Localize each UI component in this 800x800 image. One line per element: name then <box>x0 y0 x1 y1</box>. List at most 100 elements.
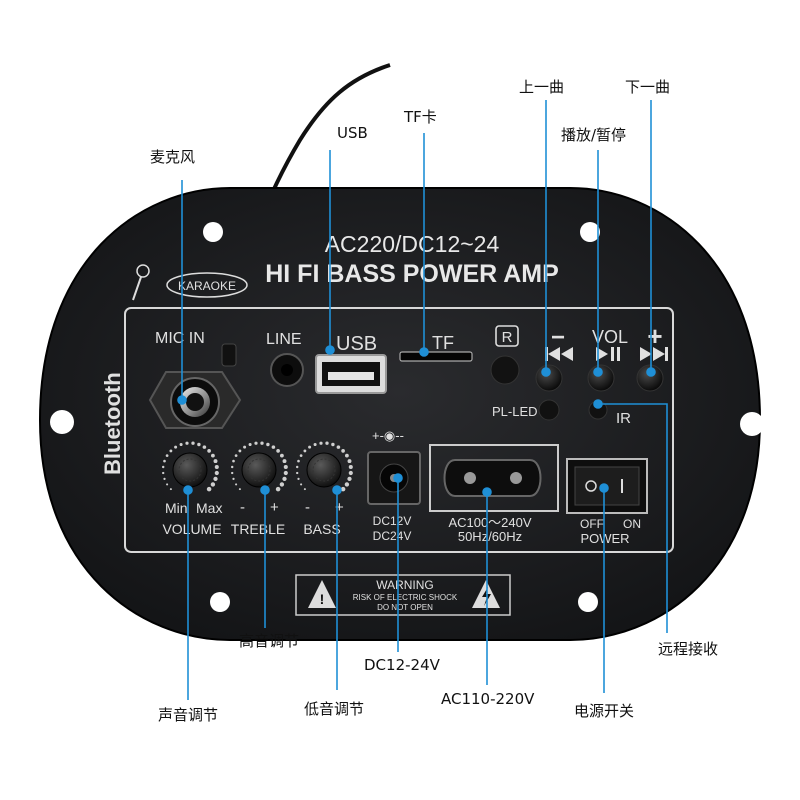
knob-scale-dot <box>347 459 352 464</box>
ac-range-label: AC100～240V <box>448 515 531 530</box>
usb-port[interactable] <box>315 354 387 394</box>
knob-scale-dot <box>297 477 300 481</box>
treble-plus: + <box>270 499 279 516</box>
knob-scale-dot <box>166 483 169 486</box>
knob-scale-dot <box>296 471 299 475</box>
mount-hole <box>50 410 74 434</box>
play-pause-icon <box>596 347 620 361</box>
warning-sub2: DO NOT OPEN <box>377 603 433 612</box>
knob-scale-dot <box>280 453 284 458</box>
knob-scale-dot <box>232 459 235 463</box>
knob-scale-dot <box>344 482 350 487</box>
mount-hole <box>578 592 598 612</box>
knob-scale-dot <box>161 465 165 469</box>
title-line2: HI FI BASS POWER AMP <box>265 260 559 288</box>
knob-scale-dot <box>279 482 285 487</box>
r-badge <box>495 325 519 347</box>
knob-scale-dot <box>162 471 165 475</box>
callout-leaders <box>177 100 668 700</box>
bass-knob[interactable] <box>306 452 342 488</box>
knob-scale-dot <box>340 486 346 492</box>
mount-hole <box>203 222 223 242</box>
knob-scale-dot <box>191 441 195 445</box>
r-sensor <box>490 355 520 385</box>
treble-minus: - <box>240 499 245 516</box>
tf-card-slot[interactable] <box>399 351 473 362</box>
knob-scale-dot <box>174 445 178 449</box>
tf-slot-label: TF <box>432 333 454 353</box>
off-label: OFF <box>580 517 604 531</box>
max-label: Max <box>196 500 222 516</box>
knob-scale-dot <box>163 477 166 481</box>
knob-scale-dot <box>325 441 329 445</box>
warning-triangle-icon <box>308 580 336 608</box>
treble-label: TREBLE <box>231 521 285 537</box>
callout-usb: USB <box>337 124 368 142</box>
on-label: ON <box>623 517 641 531</box>
callout-mic: 麦克风 <box>150 148 196 166</box>
knob-scale-dot <box>211 453 215 458</box>
volume-label: VOLUME <box>162 521 221 537</box>
callout-power-switch: 电源开关 <box>574 702 635 720</box>
knob-scale-dot <box>266 442 270 447</box>
knob-scale-dot <box>313 442 317 447</box>
callout-treble: 高音调节 <box>239 632 300 650</box>
ir-label: IR <box>616 410 631 427</box>
knob-scale-dot <box>230 465 234 469</box>
amp-board: AC220/DC12~24 HI FI BASS POWER AMP KARAO… <box>38 187 764 641</box>
karaoke-text: KARAOKE <box>178 279 236 293</box>
knob-scale-dot <box>283 470 288 476</box>
volume-knob[interactable] <box>172 452 208 488</box>
mic-in-jack[interactable] <box>148 371 242 429</box>
pl-led <box>538 399 560 421</box>
volume-knob-ring <box>161 441 219 492</box>
knob-scale-dot <box>202 445 207 449</box>
knob-scale-dot <box>271 445 276 449</box>
knob-scale-dot <box>348 464 353 470</box>
inner-panel <box>124 307 674 553</box>
minus-label: − <box>551 324 565 351</box>
knob-scale-dot <box>348 470 353 476</box>
warning-title: WARNING <box>376 578 434 592</box>
warning-sub1: RISK OF ELECTRIC SHOCK <box>353 593 458 602</box>
knob-scale-dot <box>238 488 241 491</box>
knob-scale-dot <box>185 441 189 445</box>
callout-dc: DC12-24V <box>364 656 440 674</box>
knob-scale-dot <box>308 445 312 449</box>
knob-scale-dot <box>206 486 212 492</box>
knob-scale-dot <box>214 464 219 470</box>
knob-scale-dot <box>275 486 281 492</box>
knob-scale-dot <box>303 449 307 453</box>
ac-socket-frame <box>429 444 559 512</box>
line-label: LINE <box>266 331 302 348</box>
knob-scale-dot <box>295 465 299 469</box>
knob-scale-dot <box>300 483 303 486</box>
knob-scale-dot <box>232 477 235 481</box>
bass-label: BASS <box>303 521 340 537</box>
knob-scale-dot <box>169 449 173 453</box>
knob-scale-dot <box>254 441 258 445</box>
dc12v-label: DC12V <box>373 514 412 528</box>
dc-polarity-symbol: +-◉-- <box>372 428 404 443</box>
knob-scale-dot <box>210 482 216 487</box>
r-badge-text: R <box>502 329 513 346</box>
knob-scale-dot <box>282 459 287 464</box>
mic-cable-socket <box>221 343 237 367</box>
mic-in-label: MIC IN <box>155 330 205 347</box>
callout-bass: 低音调节 <box>304 700 365 718</box>
treble-knob-ring <box>230 441 288 492</box>
knob-scale-dot <box>297 459 300 463</box>
callout-remote: 远程接收 <box>658 640 719 658</box>
plus-label: + <box>647 321 662 351</box>
knob-scale-dot <box>234 454 238 457</box>
vol-label: VOL <box>592 327 628 347</box>
knob-scale-dot <box>213 476 218 482</box>
treble-knob[interactable] <box>241 452 277 488</box>
knob-scale-dot <box>213 459 218 464</box>
ac-socket[interactable] <box>443 459 542 497</box>
knob-scale-dot <box>341 449 345 453</box>
next-button[interactable] <box>636 364 664 392</box>
line-jack[interactable] <box>270 353 304 387</box>
knob-scale-dot <box>347 476 352 482</box>
callout-prev: 上一曲 <box>519 78 565 96</box>
